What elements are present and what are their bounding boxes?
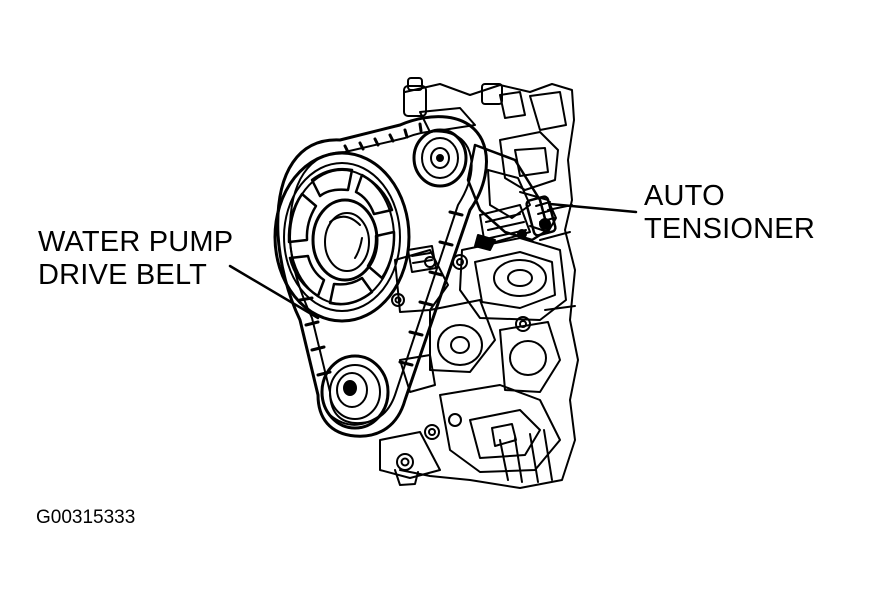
figure-id: G00315333 — [36, 507, 136, 528]
auto-tensioner-label-line2: TENSIONER — [644, 213, 815, 246]
water-pump-leader-line — [228, 264, 320, 320]
engine-block — [379, 77, 579, 489]
water-pump-label-line2: DRIVE BELT — [38, 259, 208, 292]
auto-tensioner — [466, 143, 557, 251]
idler-pulley — [412, 128, 468, 188]
drive-belt — [276, 115, 488, 438]
water-pump-label-line1: WATER PUMP — [38, 226, 234, 258]
crankshaft-pulley — [273, 151, 411, 323]
auto-tensioner-leader-line — [548, 202, 638, 214]
water-pump-drive-belt-label: WATER PUMP DRIVE BELT — [38, 226, 233, 293]
belt-guide — [407, 245, 437, 273]
auto-tensioner-label: AUTO TENSIONER — [644, 180, 815, 247]
auto-tensioner-label-line1: AUTO — [644, 180, 725, 212]
